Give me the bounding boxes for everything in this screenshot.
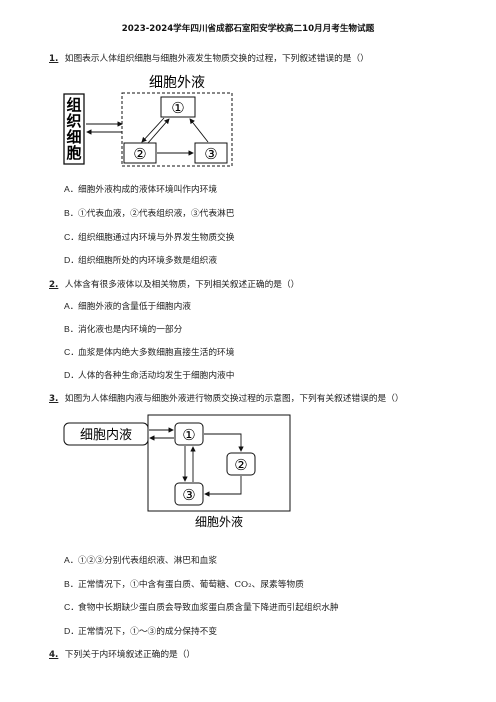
option-text: 食物中长期缺少蛋白质会导致血浆蛋白质含量下降进而引起组织水肿 <box>78 603 339 613</box>
q3-option-a[interactable]: A．①②③分别代表组织液、淋巴和血浆 <box>64 553 217 566</box>
box-1 <box>160 96 196 118</box>
question-2: 2. 人体含有很多液体以及相关物质，下列相关叙述正确的是（） <box>49 277 299 290</box>
option-label: A． <box>64 184 79 194</box>
option-label: B． <box>64 579 79 589</box>
figure-3-diagram: 细胞内液 ① ② ③ 细胞外液 <box>63 414 291 529</box>
box-2 <box>123 142 157 164</box>
arrow-3-to-1 <box>189 118 209 143</box>
option-label: C． <box>64 232 79 242</box>
exam-title: 2023-2024学年四川省成都石室阳安学校高二10月月考生物试题 <box>121 24 375 34</box>
q2-option-b[interactable]: B．消化液也是内环境的一部分 <box>64 322 182 335</box>
question-stem: 下列关于内环境叙述正确的是（） <box>64 650 196 660</box>
question-4: 4. 下列关于内环境叙述正确的是（） <box>49 647 195 660</box>
option-label: A． <box>64 301 79 311</box>
arrow-1-to-2 <box>204 433 244 452</box>
extracellular-fluid-label: 细胞外液 <box>195 514 243 529</box>
option-label: D． <box>64 255 79 265</box>
figure-1-diagram: 组织细胞 细胞外液 ① ② ③ <box>63 75 233 167</box>
question-number: 3. <box>49 394 59 404</box>
box-2-label: ② <box>234 456 247 474</box>
option-text: 消化液也是内环境的一部分 <box>78 325 183 335</box>
question-1: 1. 如图表示人体组织细胞与细胞外液发生物质交换的过程，下列叙述错误的是（） <box>49 51 369 64</box>
extracellular-fluid-box <box>147 414 291 512</box>
option-text: ①代表血液，②代表组织液，③代表淋巴 <box>78 209 235 219</box>
arrow-2-to-1 <box>147 118 170 144</box>
option-label: C． <box>64 347 79 357</box>
option-label: C． <box>64 602 79 612</box>
q1-option-b[interactable]: B．①代表血液，②代表组织液，③代表淋巴 <box>64 206 234 219</box>
q3-option-d[interactable]: D．正常情况下，①～③的成分保持不变 <box>64 624 217 637</box>
question-stem: 如图表示人体组织细胞与细胞外液发生物质交换的过程，下列叙述错误的是（） <box>64 54 369 64</box>
option-label: D． <box>64 626 79 636</box>
q2-option-c[interactable]: C．血浆是体内绝大多数细胞直接生活的环境 <box>64 345 234 358</box>
extracellular-fluid-box <box>121 92 233 167</box>
option-text: 正常情况下，①～③的成分保持不变 <box>78 627 217 637</box>
q1-option-d[interactable]: D．组织细胞所处的内环境多数是组织液 <box>64 253 217 266</box>
q1-option-c[interactable]: C．组织细胞通过内环境与外界发生物质交换 <box>64 230 234 243</box>
q1-option-a[interactable]: A．细胞外液构成的液体环境叫作内环境 <box>64 182 217 195</box>
box-3 <box>194 142 228 164</box>
arrow-1-to-2 <box>141 117 165 143</box>
q3-option-b[interactable]: B．正常情况下，①中含有蛋白质、葡萄糖、CO₂、尿素等物质 <box>64 577 304 590</box>
box-1 <box>174 422 204 446</box>
q3-option-c[interactable]: C．食物中长期缺少蛋白质会导致血浆蛋白质含量下降进而引起组织水肿 <box>64 600 339 613</box>
box-3-label: ③ <box>182 486 195 504</box>
option-label: D． <box>64 370 79 380</box>
question-number: 1. <box>49 54 59 64</box>
option-text: 组织细胞所处的内环境多数是组织液 <box>78 256 217 266</box>
extracellular-fluid-label: 细胞外液 <box>149 75 205 91</box>
option-text: 血浆是体内绝大多数细胞直接生活的环境 <box>78 348 235 358</box>
option-text: 组织细胞通过内环境与外界发生物质交换 <box>78 233 235 243</box>
box-3 <box>174 482 204 506</box>
box-2-label: ② <box>133 145 146 163</box>
box-1-label: ① <box>171 99 184 117</box>
option-text: ①②③分别代表组织液、淋巴和血浆 <box>78 556 217 566</box>
option-text: 细胞外液的含量低于细胞内液 <box>78 302 191 312</box>
question-number: 2. <box>49 280 59 290</box>
option-text: 人体的各种生命活动均发生于细胞内液中 <box>78 371 235 381</box>
option-label: B． <box>64 324 79 334</box>
question-stem: 人体含有很多液体以及相关物质，下列相关叙述正确的是（） <box>64 280 300 290</box>
option-text: 细胞外液构成的液体环境叫作内环境 <box>78 185 217 195</box>
box-3-label: ③ <box>204 145 217 163</box>
tissue-cell-label: 组织细胞 <box>65 96 81 162</box>
arrow-2-to-3 <box>204 476 242 497</box>
option-text: 正常情况下，①中含有蛋白质、葡萄糖、CO₂、尿素等物质 <box>78 580 304 590</box>
question-3: 3. 如图为人体细胞内液与细胞外液进行物质交换过程的示意图，下列有关叙述错误的是… <box>49 391 404 404</box>
intracellular-fluid-box <box>63 422 149 446</box>
box-2 <box>226 452 256 476</box>
option-label: A． <box>64 555 79 565</box>
tissue-cell-box <box>63 93 85 165</box>
question-stem: 如图为人体细胞内液与细胞外液进行物质交换过程的示意图，下列有关叙述错误的是（） <box>64 394 404 404</box>
intracellular-fluid-label: 细胞内液 <box>80 427 132 443</box>
option-label: B． <box>64 208 79 218</box>
question-number: 4. <box>49 650 59 660</box>
box-1-label: ① <box>182 426 195 444</box>
q2-option-d[interactable]: D．人体的各种生命活动均发生于细胞内液中 <box>64 368 234 381</box>
q2-option-a[interactable]: A．细胞外液的含量低于细胞内液 <box>64 299 191 312</box>
